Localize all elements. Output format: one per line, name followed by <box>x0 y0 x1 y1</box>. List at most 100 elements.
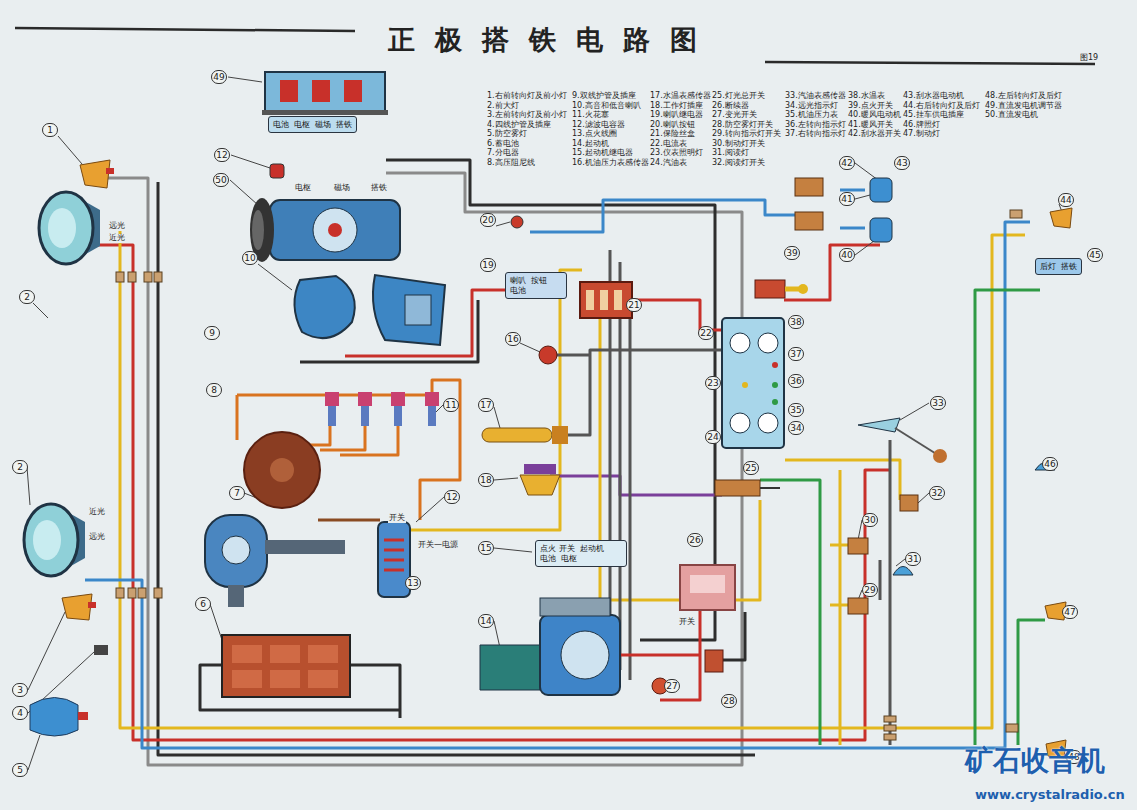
instrument-panel <box>742 382 748 388</box>
harness-connector <box>128 588 136 598</box>
callout-number: 1 <box>42 123 58 137</box>
fog-lamp <box>78 712 88 720</box>
terminal-label: 磁场 <box>333 184 351 193</box>
spark-plug <box>428 406 436 426</box>
instrument-panel <box>730 333 750 353</box>
parts-list-entry: 40.暖风电动机 <box>848 111 901 120</box>
flasher <box>680 565 735 610</box>
headlight <box>24 504 85 576</box>
parts-list-entry: 29.转向指示灯开关 <box>712 130 781 139</box>
parts-list-entry: 27.变光开关 <box>712 111 757 120</box>
instrument-panel <box>772 382 778 388</box>
leader-line <box>896 559 905 566</box>
wire <box>785 460 900 500</box>
leader-line <box>520 343 540 352</box>
wire <box>345 290 505 356</box>
terminal-label: 磁场 <box>315 120 331 129</box>
leader-line <box>900 403 929 420</box>
harness-connector <box>116 272 124 282</box>
distributor-cap <box>244 432 320 508</box>
leader-line <box>858 520 862 540</box>
parts-list-entry: 7.分电器 <box>487 149 519 158</box>
ignition-switch <box>755 280 808 298</box>
parts-list-entry: 1.右前转向灯及前小灯 <box>487 92 567 101</box>
parts-list-entry: 4.四线护管及插座 <box>487 121 551 130</box>
headlight <box>39 192 100 264</box>
callout-number: 2 <box>19 290 35 304</box>
leader-line <box>494 478 518 480</box>
terminal-label: 电枢 <box>561 554 577 563</box>
terminal-label: 近光 <box>108 234 126 243</box>
parts-list-entry: 46.牌照灯 <box>903 121 940 130</box>
callout-number: 29 <box>862 583 878 597</box>
callout-number: 3 <box>12 683 28 697</box>
terminal-label: 开关 <box>678 618 696 627</box>
generator <box>252 210 264 250</box>
parts-list-entry: 2.前大灯 <box>487 102 519 111</box>
parts-list-entry: 44.右后转向灯及后灯 <box>903 102 980 111</box>
terminal-label: 远光 <box>88 533 106 542</box>
spark-plug <box>328 406 336 426</box>
regulator <box>280 80 298 102</box>
switch <box>900 495 918 511</box>
headlight <box>33 520 61 560</box>
terminal-label: 按钮 <box>531 276 547 285</box>
heater-switch <box>795 212 823 230</box>
ignition-switch <box>755 280 785 298</box>
parts-list-entry: 48.左后转向灯及后灯 <box>985 92 1062 101</box>
spark-plug <box>325 392 439 426</box>
leader-line <box>416 497 444 522</box>
callout-number: 13 <box>405 576 421 590</box>
turn-lamp <box>88 602 96 608</box>
wire <box>1018 620 1045 745</box>
turn-lamp <box>62 594 92 620</box>
horn <box>405 295 431 325</box>
generator <box>250 198 400 262</box>
parts-list-entry: 23.仪表照明灯 <box>650 149 703 158</box>
connector <box>94 645 108 655</box>
wire <box>975 290 1040 745</box>
callout-number: 15 <box>478 541 494 555</box>
ignition-coil <box>384 540 404 570</box>
harness-connector <box>116 210 1022 740</box>
parts-list-entry: 8.高压阻尼线 <box>487 159 535 168</box>
battery <box>308 670 338 688</box>
headlight <box>24 504 78 576</box>
callout-number: 50 <box>213 173 229 187</box>
capacitor <box>270 164 284 178</box>
component-box: 后灯搭铁 <box>1035 258 1082 275</box>
distributor <box>222 536 250 564</box>
terminal-label: 开关 <box>388 514 406 523</box>
parts-list-entry: 9.双线护管及插座 <box>572 92 636 101</box>
wire <box>85 222 1030 748</box>
parts-list-entry: 24.汽油表 <box>650 159 687 168</box>
parts-list-entry: 25.灯光总开关 <box>712 92 765 101</box>
callout-number: 18 <box>478 473 494 487</box>
callout-number: 35 <box>788 403 804 417</box>
parts-list-entry: 33.汽油表感传器 <box>785 92 846 101</box>
callout-number: 19 <box>480 258 496 272</box>
wire <box>158 182 755 755</box>
wire <box>530 200 795 232</box>
parts-list-entry: 15.起动机继电器 <box>572 149 633 158</box>
callout-number: 16 <box>505 332 521 346</box>
terminal-label: 后灯 <box>1040 262 1056 271</box>
terminal-label: 电池 <box>273 120 289 129</box>
leader-line <box>28 612 65 690</box>
callout-number: 25 <box>743 461 759 475</box>
callout-number: 20 <box>480 213 496 227</box>
regulator <box>312 80 330 102</box>
parts-list-entry: 6.蓄电池 <box>487 140 519 149</box>
battery <box>232 670 262 688</box>
callout-number: 37 <box>788 347 804 361</box>
parts-list-entry: 22.电流表 <box>650 140 687 149</box>
fuse-box <box>586 290 594 310</box>
fuse-box <box>600 290 608 310</box>
horn-button <box>511 216 523 228</box>
regulator <box>344 80 362 102</box>
callout-number: 49 <box>211 70 227 84</box>
parts-list-entry: 16.机油压力表感传器 <box>572 159 649 168</box>
parts-list-entry: 11.火花塞 <box>572 111 609 120</box>
parts-list-entry: 26.断续器 <box>712 102 749 111</box>
instrument-panel <box>722 318 784 448</box>
